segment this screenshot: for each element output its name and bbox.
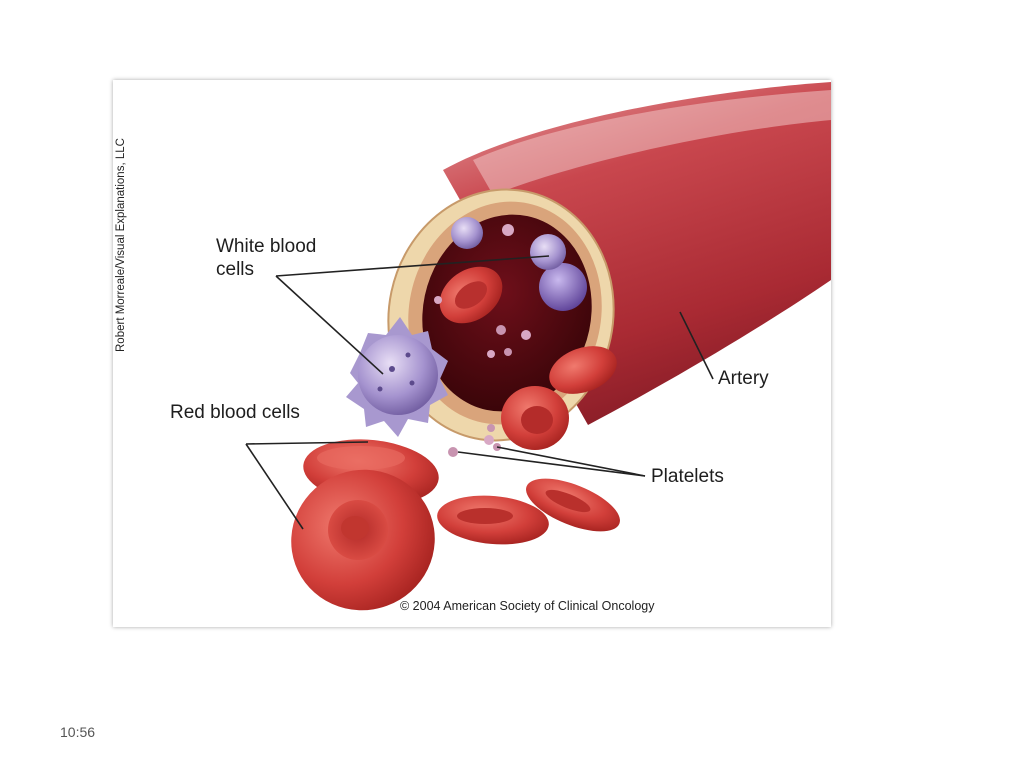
- red-blood-cell-4: [526, 478, 620, 532]
- lumen-white-cell: [539, 263, 587, 311]
- lumen-red-cell-2: [549, 346, 617, 394]
- label-artery: Artery: [718, 368, 769, 389]
- red-blood-cell-3: [437, 495, 549, 545]
- platelet: [448, 447, 458, 457]
- leader-line: [457, 451, 646, 477]
- leader-line: [245, 443, 304, 530]
- white-blood-cell: [346, 317, 448, 437]
- label-platelets: Platelets: [651, 466, 724, 487]
- artery-highlight: [473, 90, 831, 195]
- lumen-red-cell-center: [454, 281, 488, 309]
- lumen-white-cell-3: [451, 217, 483, 249]
- platelet: [484, 435, 494, 445]
- lumen-white-cell-2: [530, 234, 566, 270]
- red-blood-cell-2: [291, 469, 435, 611]
- slide-timestamp: 10:56: [60, 724, 96, 740]
- lumen-red-cell-3-center: [521, 406, 553, 434]
- platelet: [487, 424, 495, 432]
- artery-illustration: White blood cells Red blood cells Artery…: [113, 80, 831, 627]
- leader-line: [275, 255, 550, 277]
- label-white-blood-cells: White blood cells: [216, 236, 317, 280]
- label-red-blood-cells: Red blood cells: [170, 402, 300, 423]
- artery-drawing: [245, 82, 831, 611]
- leader-line: [275, 275, 384, 375]
- leader-line: [679, 311, 714, 380]
- leader-line: [245, 441, 369, 445]
- image-credit: Robert Morreale/Visual Explanations, LLC: [115, 138, 127, 352]
- copyright-notice: © 2004 American Society of Clinical Onco…: [400, 599, 655, 613]
- leader-line: [496, 446, 646, 477]
